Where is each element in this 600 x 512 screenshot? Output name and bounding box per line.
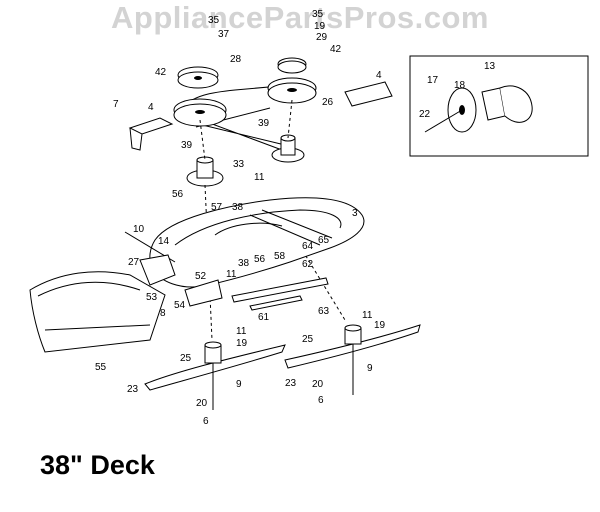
callout-61: 61 — [258, 312, 270, 323]
callout-52: 52 — [195, 271, 207, 282]
discharge-chute — [29, 271, 166, 353]
callout-4: 4 — [376, 70, 382, 81]
callout-58: 58 — [274, 251, 286, 262]
callout-54: 54 — [174, 300, 186, 311]
callout-42: 42 — [330, 44, 342, 55]
bracket-4-left — [128, 117, 174, 151]
idler-pulley-28 — [177, 66, 219, 89]
bracket-4-right — [344, 81, 393, 107]
callout-63: 63 — [318, 306, 330, 317]
callout-35: 35 — [208, 15, 220, 26]
callout-19: 19 — [374, 320, 386, 331]
callout-62: 62 — [302, 259, 314, 270]
callout-29: 29 — [316, 32, 328, 43]
drive-belt — [179, 85, 286, 151]
diagram-caption: 38" Deck — [40, 450, 155, 480]
callout-10: 10 — [133, 224, 145, 235]
blade-left — [144, 341, 286, 410]
callout-18: 18 — [454, 80, 466, 91]
callout-27: 27 — [128, 257, 140, 268]
callout-64: 64 — [302, 241, 314, 252]
callout-23: 23 — [285, 378, 297, 389]
callout-39: 39 — [181, 140, 193, 151]
baffle-61 — [249, 295, 303, 311]
blade-right — [284, 324, 421, 395]
callout-53: 53 — [146, 292, 158, 303]
callout-56: 56 — [254, 254, 266, 265]
callout-26: 26 — [322, 97, 334, 108]
callout-20: 20 — [312, 379, 324, 390]
callout-6: 6 — [203, 416, 209, 427]
callout-38: 38 — [238, 258, 250, 269]
callout-38: 38 — [232, 202, 244, 213]
callout-28: 28 — [230, 54, 242, 65]
callout-19: 19 — [236, 338, 248, 349]
callout-4: 4 — [148, 102, 154, 113]
idler-pulley-29 — [277, 57, 307, 74]
callout-11: 11 — [236, 326, 247, 337]
callout-9: 9 — [236, 379, 242, 390]
callout-20: 20 — [196, 398, 208, 409]
callout-19: 19 — [314, 21, 326, 32]
callout-55: 55 — [95, 362, 107, 373]
spindle-housing-left — [186, 156, 224, 187]
callout-39: 39 — [258, 118, 270, 129]
spindle-housing-right — [271, 134, 305, 163]
callout-6: 6 — [318, 395, 324, 406]
spindle-pulley-42-right — [267, 77, 317, 104]
callout-57: 57 — [211, 202, 223, 213]
callout-25: 25 — [302, 334, 314, 345]
callout-65: 65 — [318, 235, 330, 246]
baffle-63 — [231, 277, 329, 303]
callout-3: 3 — [352, 208, 358, 219]
callout-33: 33 — [233, 159, 245, 170]
watermark: AppliancePartsPros.com — [111, 0, 489, 35]
callout-7: 7 — [113, 99, 119, 110]
callout-8: 8 — [160, 308, 166, 319]
callout-14: 14 — [158, 236, 170, 247]
callout-11: 11 — [226, 269, 237, 280]
callout-56: 56 — [172, 189, 184, 200]
mower-deck-housing — [149, 197, 365, 288]
callout-37: 37 — [218, 29, 230, 40]
callout-11: 11 — [362, 310, 373, 321]
callout-9: 9 — [367, 363, 373, 374]
callout-22: 22 — [419, 109, 431, 120]
callout-25: 25 — [180, 353, 192, 364]
callout-23: 23 — [127, 384, 139, 395]
spindle-pulley-42-left — [173, 98, 227, 127]
callout-42: 42 — [155, 67, 167, 78]
callout-17: 17 — [427, 75, 439, 86]
callout-35: 35 — [312, 9, 324, 20]
callout-11: 11 — [254, 172, 265, 183]
inset-idler-detail — [409, 55, 589, 157]
callout-13: 13 — [484, 61, 496, 72]
